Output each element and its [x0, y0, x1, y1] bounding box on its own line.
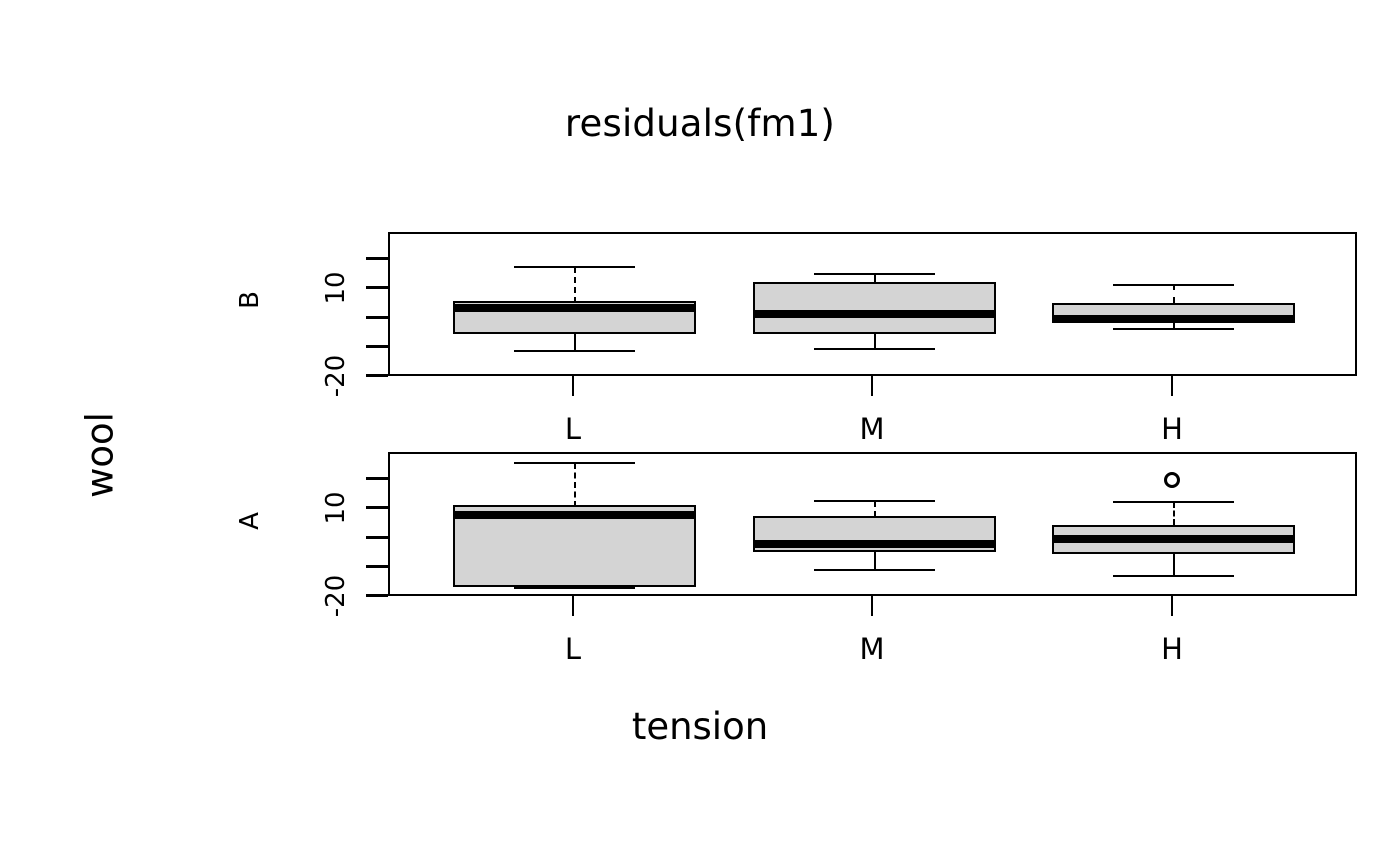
- y-tick-b-neg20: [366, 374, 388, 377]
- whisker-cap-upper-a-m: [814, 500, 935, 502]
- y-tick-b-10: [366, 286, 388, 289]
- median-b-h: [1052, 315, 1295, 323]
- x-ticklabel-b-h: H: [1161, 412, 1183, 446]
- y-axis-label-text: wool: [78, 412, 122, 498]
- x-axis-label-outer: tension: [0, 705, 1400, 748]
- whisker-cap-upper-b-h: [1113, 284, 1234, 286]
- x-axis-label-text: tension: [631, 705, 769, 748]
- x-ticklabel-b-m: M: [859, 412, 885, 446]
- median-b-m: [753, 310, 996, 318]
- median-a-h: [1052, 535, 1295, 543]
- whisker-cap-lower-b-m: [814, 348, 935, 350]
- panel-wool-b: [388, 232, 1357, 376]
- x-ticklabel-a-m: M: [859, 632, 885, 666]
- x-ticklabel-a-l: L: [564, 632, 582, 666]
- whisker-cap-upper-a-h: [1113, 501, 1234, 503]
- whisker-lower-b-l: [574, 334, 576, 351]
- y-tick-b-20: [366, 257, 388, 260]
- y-tick-b-neg10: [366, 345, 388, 348]
- plot-title: residuals(fm1): [564, 102, 836, 145]
- whisker-upper-b-h: [1173, 284, 1175, 303]
- y-tick-a-neg10: [366, 565, 388, 568]
- x-ticklabel-a-h: H: [1161, 632, 1183, 666]
- x-tick-a-m: [871, 596, 873, 616]
- whisker-cap-upper-b-m: [814, 273, 935, 275]
- whisker-lower-b-m: [874, 334, 876, 348]
- whisker-lower-b-h: [1173, 322, 1175, 328]
- panel-wool-a: [388, 452, 1357, 596]
- whisker-cap-lower-a-m: [814, 569, 935, 571]
- whisker-upper-b-l: [574, 267, 576, 303]
- whisker-cap-lower-b-l: [514, 350, 635, 352]
- box-b-m: [753, 282, 996, 334]
- x-tick-b-m: [871, 376, 873, 396]
- whisker-upper-a-l: [574, 463, 576, 507]
- whisker-cap-upper-a-l: [514, 462, 635, 464]
- whisker-lower-a-m: [874, 552, 876, 569]
- whisker-upper-a-m: [874, 501, 876, 517]
- y-tick-a-20: [366, 477, 388, 480]
- x-ticklabel-b-l: L: [564, 412, 582, 446]
- whisker-cap-lower-a-l: [514, 587, 635, 589]
- y-tick-b-0: [366, 316, 388, 319]
- y-ticklabel-b-10-text: 10: [321, 271, 351, 305]
- whisker-upper-b-m: [874, 273, 876, 283]
- whisker-cap-lower-b-h: [1113, 328, 1234, 330]
- strip-label-a-text: A: [235, 512, 265, 530]
- whisker-cap-upper-b-l: [514, 266, 635, 268]
- x-tick-b-h: [1171, 376, 1173, 396]
- x-tick-b-l: [572, 376, 574, 396]
- whisker-lower-a-h: [1173, 554, 1175, 575]
- y-tick-a-10: [366, 506, 388, 509]
- y-ticklabel-b-neg20-text: -20: [321, 354, 351, 398]
- median-a-m: [753, 540, 996, 548]
- y-ticklabel-a-10-text: 10: [321, 491, 351, 525]
- outlier-point-a-h: [1164, 472, 1180, 488]
- x-tick-a-h: [1171, 596, 1173, 616]
- y-tick-a-neg20: [366, 594, 388, 597]
- whisker-upper-a-h: [1173, 502, 1175, 525]
- whisker-cap-lower-a-h: [1113, 575, 1234, 577]
- y-ticklabel-a-neg20-text: -20: [321, 574, 351, 618]
- median-a-l: [453, 511, 696, 519]
- median-b-l: [453, 304, 696, 312]
- y-tick-a-0: [366, 536, 388, 539]
- strip-label-b-text: B: [235, 291, 265, 309]
- x-tick-a-l: [572, 596, 574, 616]
